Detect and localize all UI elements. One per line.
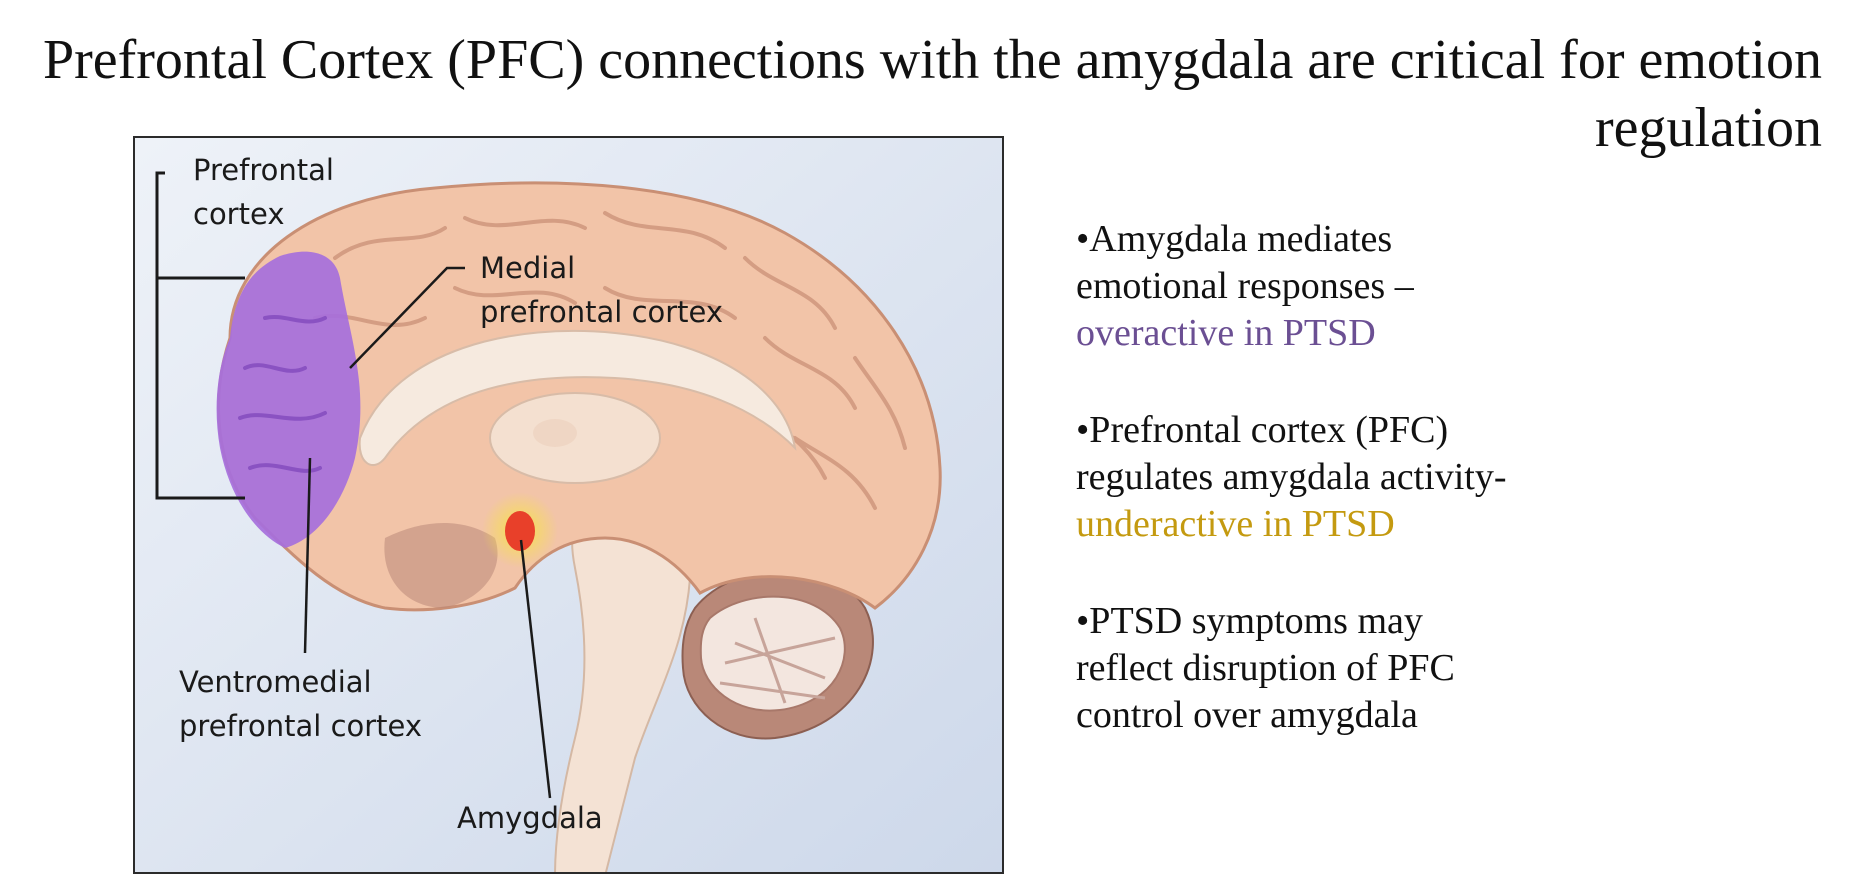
label-prefrontal-cortex-2: cortex <box>193 197 284 231</box>
label-prefrontal-cortex-1: Prefrontal <box>193 153 334 187</box>
bullet-line: reflect disruption of PFC <box>1076 647 1455 689</box>
bullet-amygdala: •Amygdala mediates emotional responses –… <box>1076 216 1836 357</box>
bullet-line: •Amygdala mediates <box>1076 218 1393 260</box>
medial-pfc-leader <box>349 266 465 369</box>
prefrontal-highlight <box>216 251 361 549</box>
thalamic-nucleus <box>533 419 577 447</box>
bullet-line: regulates amygdala activity- <box>1076 456 1507 498</box>
brain-illustration: Prefrontal cortex Medial prefrontal cort… <box>135 138 1002 872</box>
bullet-prefrontal: •Prefrontal cortex (PFC) regulates amygd… <box>1076 407 1836 548</box>
label-amygdala: Amygdala <box>457 801 603 835</box>
highlight-underactive: underactive in PTSD <box>1076 503 1395 545</box>
bullet-line: •Prefrontal cortex (PFC) <box>1076 409 1449 451</box>
prefrontal-gyri <box>238 315 327 473</box>
highlight-overactive: overactive in PTSD <box>1076 312 1376 354</box>
slide-title: Prefrontal Cortex (PFC) connections with… <box>42 29 1822 159</box>
bullet-ptsd-symptoms: •PTSD symptoms may reflect disruption of… <box>1076 598 1836 739</box>
corpus-callosum <box>358 330 797 466</box>
bullet-line: emotional responses – <box>1076 265 1414 307</box>
label-ventromedial-pfc-2: prefrontal cortex <box>179 709 422 743</box>
bullet-list: •Amygdala mediates emotional responses –… <box>1076 216 1836 789</box>
cerebellum-folia <box>719 617 836 704</box>
label-ventromedial-pfc-1: Ventromedial <box>179 665 372 699</box>
label-medial-pfc-2: prefrontal cortex <box>480 295 723 329</box>
amygdala-marker <box>505 511 535 551</box>
brain-diagram: Prefrontal cortex Medial prefrontal cort… <box>133 136 1004 874</box>
amygdala-leader <box>519 539 552 799</box>
bullet-line: •PTSD symptoms may <box>1076 600 1423 642</box>
label-medial-pfc-1: Medial <box>480 251 575 285</box>
pfc-bracket <box>155 171 245 500</box>
ventromedial-pfc-leader <box>303 457 312 654</box>
bullet-line: control over amygdala <box>1076 694 1418 736</box>
temporal-region <box>384 523 498 608</box>
cerebral-gyri <box>313 211 907 510</box>
